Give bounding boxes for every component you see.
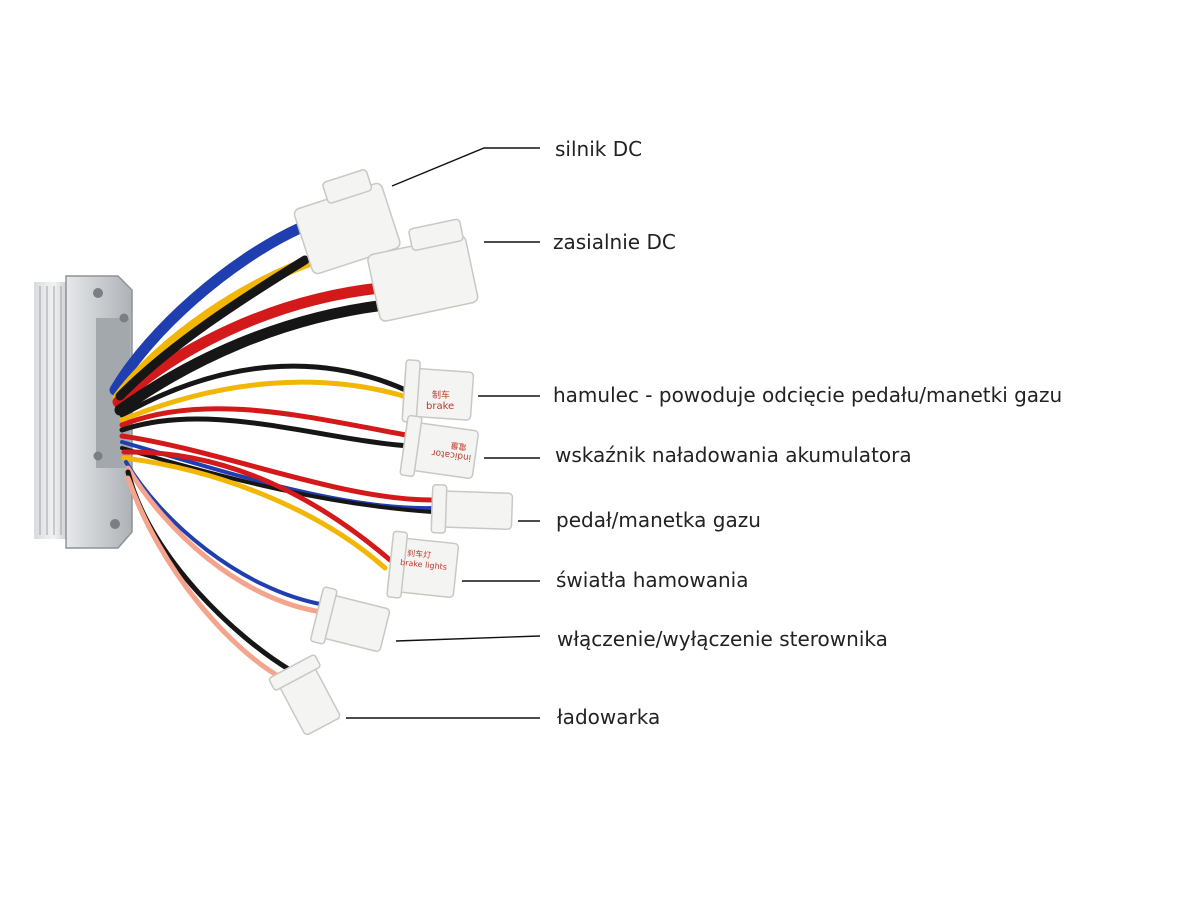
wire-lights-yellow [121,455,388,571]
fin-lines [39,286,69,535]
screw [93,451,103,461]
wire-indicator-black [119,416,413,449]
wire-lights-red [121,449,393,563]
connector-brake-lights [386,530,460,599]
connectors [268,169,514,736]
connector-charger [268,654,341,736]
tag-indicator-cn: 電量 [450,440,467,451]
leader-switch [395,635,541,642]
connector-throttle [430,483,514,534]
wire-switch-pink [125,465,325,615]
screw [110,519,120,529]
connector-indicator [399,414,479,479]
wire-brake-black [119,363,413,418]
connector-motor [293,169,401,275]
connector-switch [310,586,391,652]
wire-black-power [114,299,391,416]
wire-red-power [112,282,386,408]
wire-charger-pink [125,475,288,683]
tag-brake-cn: 制车 [432,389,450,401]
label-power-switch: włączenie/wyłączenie sterownika [557,627,888,651]
connector-brake [401,359,475,424]
label-motor: silnik DC [555,137,643,161]
leader-lines [346,147,541,719]
label-brake-lights: światła hamowania [556,568,749,592]
wire-bundle [109,222,435,683]
label-brake: hamulec - powoduje odcięcie pedału/manet… [553,383,1063,407]
connector-power [367,218,479,322]
label-battery-indicator: wskaźnik naładowania akumulatora [555,443,912,467]
wire-brake-yellow [119,379,413,423]
wire-blue-motor [109,222,306,396]
tag-brake: brake [426,401,454,412]
screw [119,313,129,323]
wire-indicator-red [119,406,415,439]
label-charger: ładowarka [557,705,661,729]
label-throttle: pedał/manetka gazu [556,508,761,532]
wire-black-motor [115,255,310,401]
leader-motor [391,147,540,187]
tag-lights-cn: 刹车灯 [407,548,432,560]
screw [93,288,103,298]
label-power: zasialnie DC [553,230,676,254]
wire-throttle-red [119,433,435,503]
